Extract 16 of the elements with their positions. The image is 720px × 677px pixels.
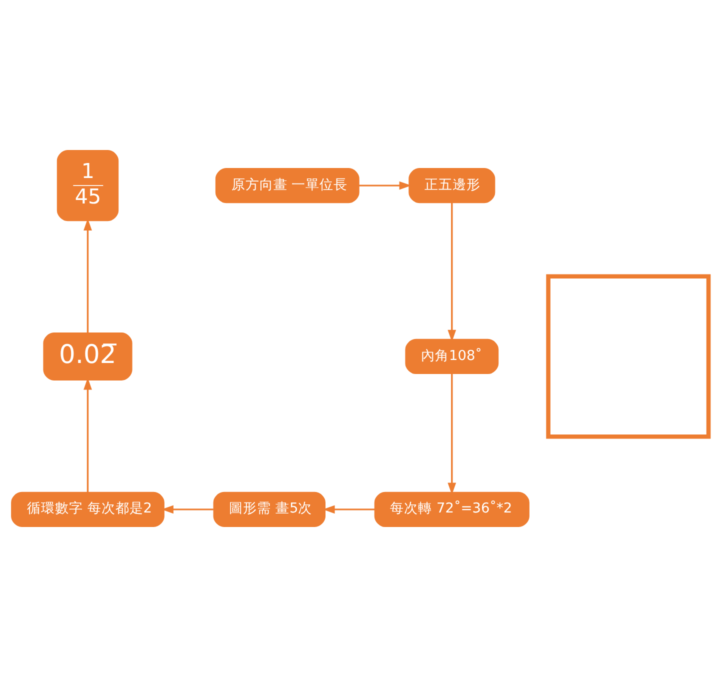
arrow bbox=[448, 202, 456, 342]
node-box: 原方向畫 一單位長 bbox=[215, 168, 360, 204]
arrow bbox=[84, 378, 92, 492]
node-box: 圖形需 畫5次 bbox=[213, 492, 326, 527]
arrow bbox=[359, 181, 412, 190]
arrow bbox=[322, 505, 375, 514]
node-box: 1 45 bbox=[56, 150, 119, 222]
arrow bbox=[448, 374, 456, 495]
node-box: 內角108˚ bbox=[405, 338, 499, 374]
node-box: 循環數字 每次都是2 bbox=[11, 492, 164, 527]
node-box: 每次轉 72˚=36˚*2 bbox=[374, 492, 530, 527]
arrow bbox=[84, 218, 92, 333]
arrow bbox=[161, 505, 214, 514]
node-box: 正五邊形 bbox=[408, 168, 496, 204]
node-box: 0.02̅ bbox=[43, 332, 132, 380]
node-box bbox=[546, 274, 711, 439]
